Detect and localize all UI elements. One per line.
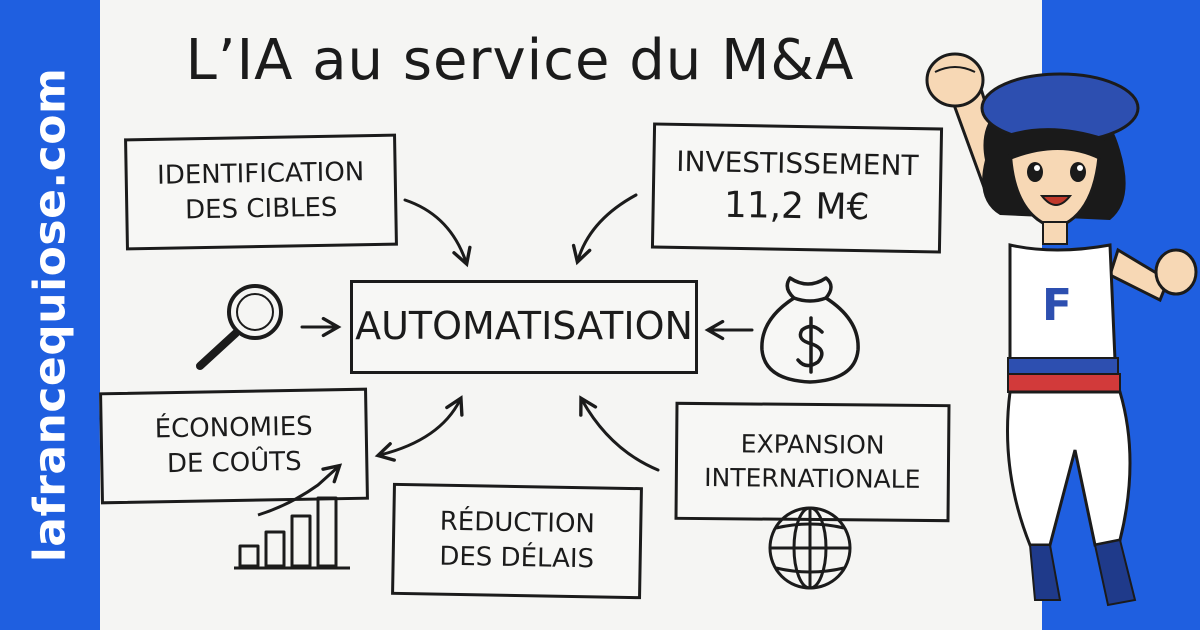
arrow-identification-to-auto <box>403 198 472 268</box>
mascot-illustration: F <box>925 52 1198 607</box>
diagram-title: L’IA au service du M&A <box>185 28 855 93</box>
mascot-shirt-letter: F <box>1042 280 1072 331</box>
arrow-invest-to-auto <box>571 193 638 266</box>
money-bag-icon <box>760 276 860 384</box>
left-brand-band: lafrancequiose.com <box>0 0 100 630</box>
node-automatisation: AUTOMATISATION <box>350 280 698 374</box>
arrow-economies-auto-double <box>374 395 464 462</box>
arrow-expansion-to-auto <box>579 395 660 472</box>
node-automatisation-label: AUTOMATISATION <box>355 304 693 349</box>
bar-chart-icon <box>234 463 350 570</box>
magnifier-icon <box>196 284 283 370</box>
globe-icon <box>768 506 852 590</box>
